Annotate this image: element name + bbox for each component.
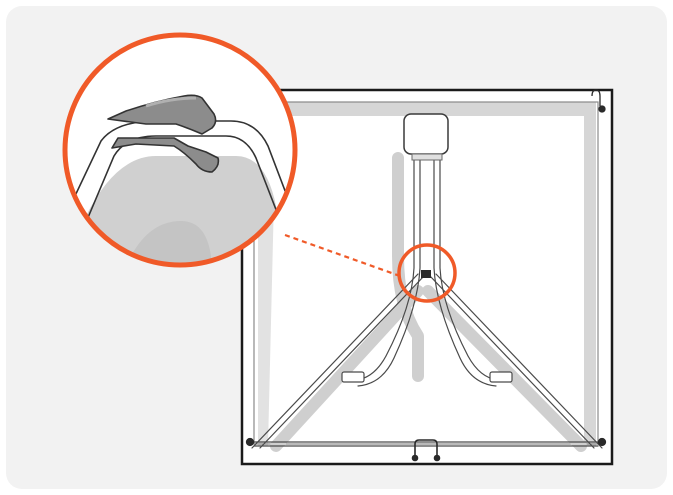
wire-stand-shadow bbox=[270, 152, 587, 452]
magnifier bbox=[62, 32, 298, 268]
right-foot-icon bbox=[489, 371, 513, 383]
left-leg-outer bbox=[251, 273, 419, 449]
illustration-panel bbox=[6, 6, 667, 489]
magnifier-ring bbox=[62, 32, 298, 268]
stem-rod-4 bbox=[439, 153, 499, 381]
highlight-ring bbox=[397, 243, 457, 303]
inner-frame bbox=[253, 101, 599, 445]
callout-leader-line bbox=[284, 233, 401, 278]
magnified-wire-inner bbox=[75, 135, 295, 257]
clip-hook-highlight bbox=[145, 96, 197, 108]
rod-feet bbox=[341, 371, 513, 383]
left-leg-inner bbox=[259, 275, 425, 449]
junction-box-icon bbox=[403, 113, 449, 155]
shadow-right-leg bbox=[422, 285, 587, 452]
clip-hook-lower bbox=[111, 137, 220, 173]
junction-box-base bbox=[411, 153, 443, 161]
corner-clip-icon bbox=[245, 437, 255, 447]
junction-box bbox=[403, 113, 449, 161]
assembly-diagram bbox=[62, 32, 614, 466]
left-foot-icon bbox=[341, 371, 365, 383]
corner-clip-icon bbox=[597, 437, 607, 447]
bottom-handle-icon bbox=[411, 439, 441, 462]
corner-clips bbox=[245, 89, 607, 447]
corner-clip-icon bbox=[591, 89, 606, 113]
center-clip-icon bbox=[421, 270, 431, 278]
right-leg-inner bbox=[429, 275, 595, 449]
wire-stand bbox=[251, 153, 603, 449]
stem-rod-1 bbox=[355, 153, 415, 381]
right-leg-outer bbox=[435, 273, 603, 449]
shadow-left-leg bbox=[270, 285, 424, 452]
